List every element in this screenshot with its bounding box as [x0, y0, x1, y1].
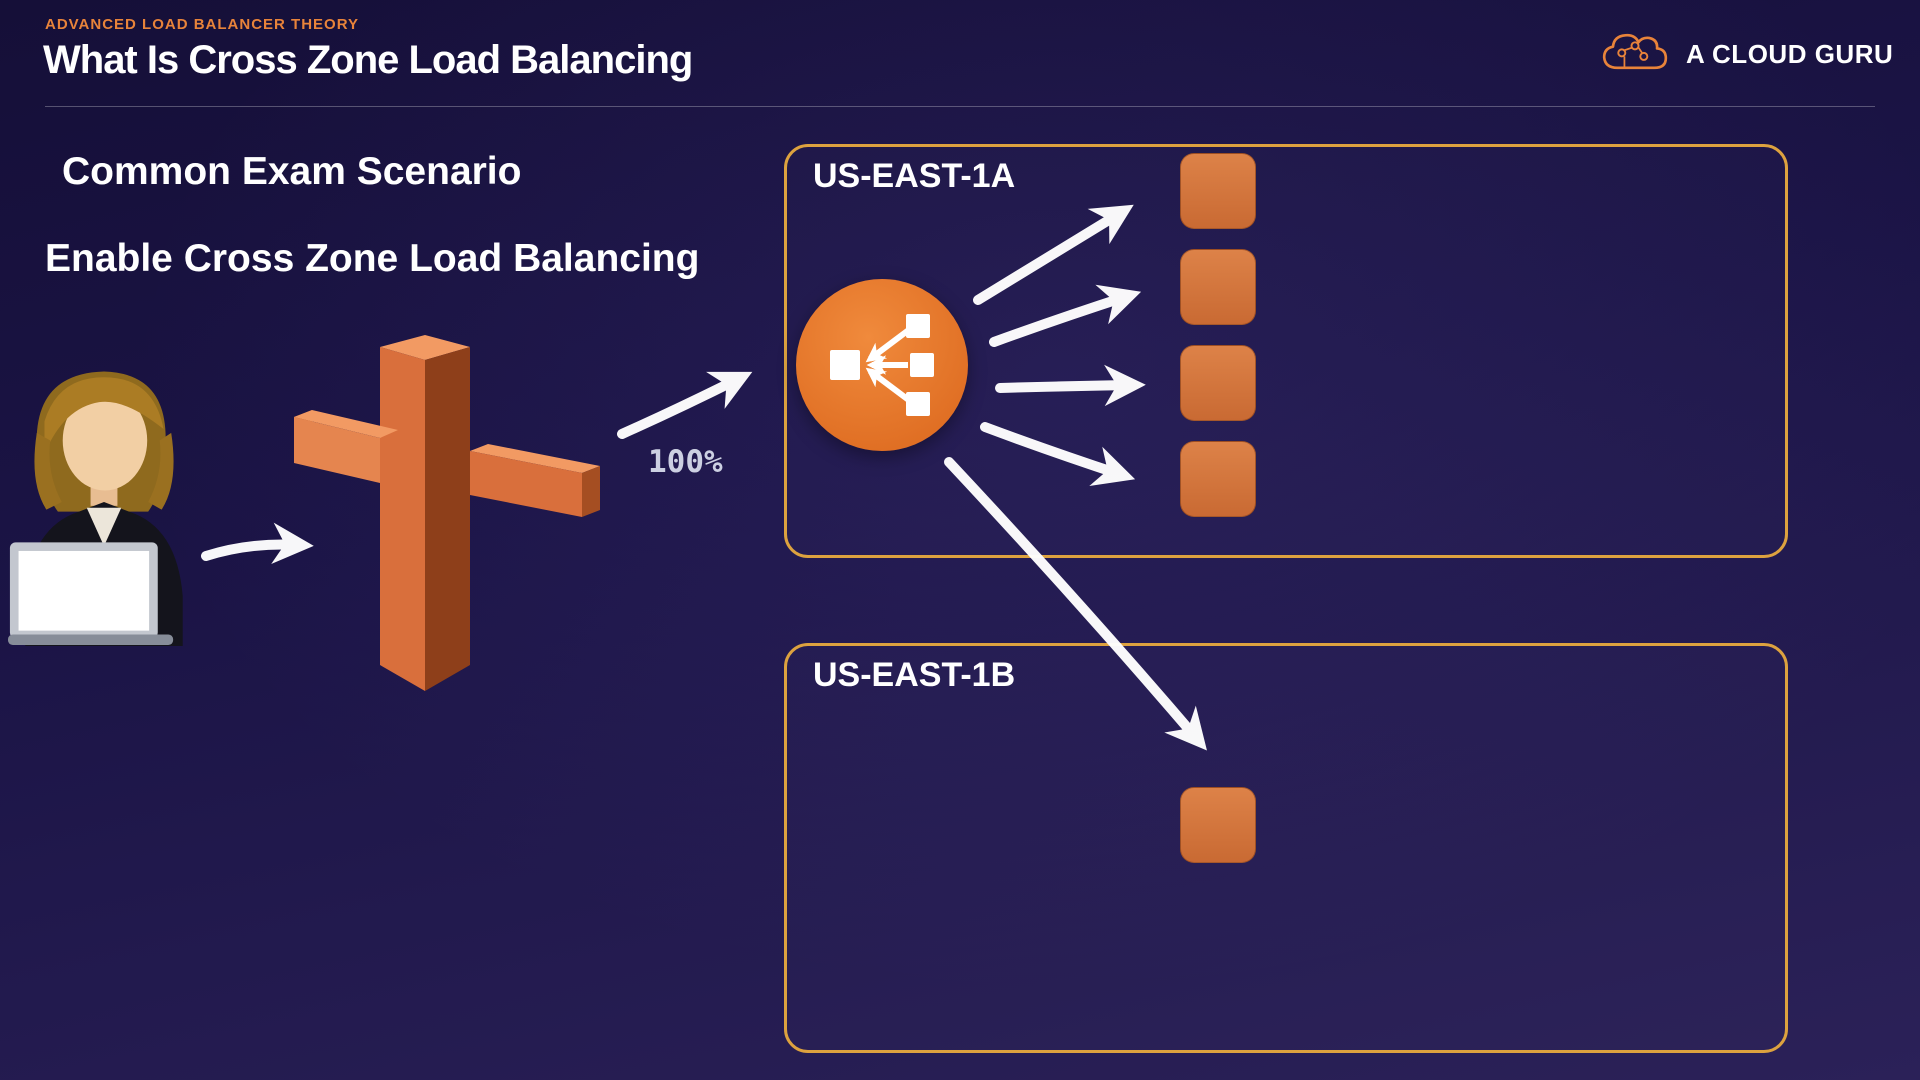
woman-at-laptop-illustration [8, 352, 200, 652]
availability-zone-b: US-EAST-1B [784, 643, 1788, 1053]
zone-b-label: US-EAST-1B [813, 656, 1016, 694]
traffic-percent-label: 100% [648, 444, 723, 480]
ec2-instance [1180, 441, 1256, 517]
zone-a-label: US-EAST-1A [813, 157, 1016, 195]
zone-a-instances [1180, 153, 1256, 517]
arrow-load-balancer-to-zone-a [617, 371, 753, 439]
header-divider [45, 106, 1875, 107]
zone-b-instances [1180, 787, 1256, 863]
availability-zone-a: US-EAST-1A [784, 144, 1788, 558]
elb-3d-cross-icon [294, 333, 600, 699]
brand-name: A CLOUD GURU [1686, 39, 1894, 69]
slide-kicker: ADVANCED LOAD BALANCER THEORY [45, 16, 359, 33]
ec2-instance [1180, 787, 1256, 863]
primary-heading: Common Exam Scenario [62, 150, 522, 193]
ec2-instance [1180, 153, 1256, 229]
arrow-user-to-load-balancer [201, 522, 314, 565]
elastic-load-balancer-icon [796, 279, 968, 451]
secondary-heading: Enable Cross Zone Load Balancing [45, 237, 700, 280]
cloud-sketch-icon [1598, 28, 1672, 81]
ec2-instance [1180, 249, 1256, 325]
ec2-instance [1180, 345, 1256, 421]
brand-logo: A CLOUD GURU [1598, 28, 1893, 81]
slide-title: What Is Cross Zone Load Balancing [43, 38, 693, 82]
